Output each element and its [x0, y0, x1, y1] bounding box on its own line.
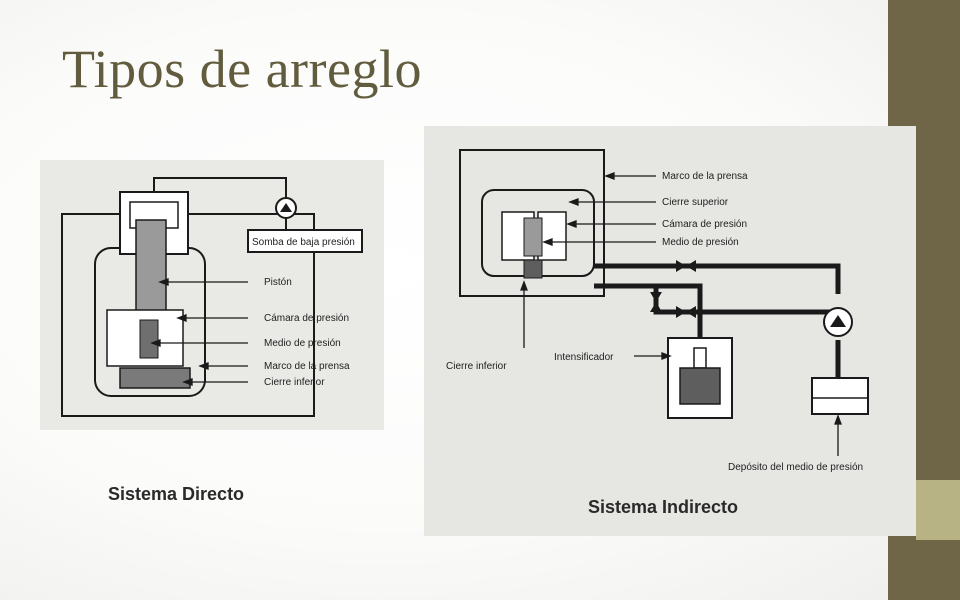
indirect-system-caption: Sistema Indirecto — [588, 497, 739, 517]
direct-system-schematic: Somba de baja presión Pistón Cámara de p… — [61, 177, 363, 417]
medium-label: Medio de presión — [662, 237, 739, 248]
intensifier-label: Intensificador — [554, 352, 614, 363]
feed-line — [153, 177, 287, 202]
lower-closure-label: Cierre inferior — [446, 361, 507, 372]
direct-system-diagram: Somba de baja presión Pistón Cámara de p… — [40, 160, 384, 430]
decorative-side-accent — [916, 480, 960, 540]
gauge-needle-icon — [830, 315, 846, 327]
indirect-leader-lines — [520, 172, 842, 456]
medium-label: Medio de presión — [264, 338, 341, 349]
pressure-medium — [523, 217, 543, 257]
valve-icons — [650, 260, 696, 318]
indirect-system-schematic: Marco de la prensa Cierre superior Cámar… — [446, 149, 869, 473]
direct-leader-lines — [150, 278, 248, 386]
lower-closure-label: Cierre inferior — [264, 377, 325, 388]
pump-box — [247, 229, 363, 253]
intensifier-rod — [693, 347, 707, 369]
upper-closure-label: Cierre superior — [662, 197, 729, 208]
pump-label: Somba de baja presión — [252, 237, 355, 248]
direct-system-caption: Sistema Directo — [108, 484, 245, 504]
reservoir-tank — [811, 377, 869, 415]
reservoir-label: Depósito del medio de presión — [728, 462, 863, 473]
piston-label: Pistón — [264, 277, 292, 288]
gauge-needle-icon — [280, 203, 292, 212]
indirect-system-diagram: Marco de la prensa Cierre superior Cámar… — [424, 126, 916, 536]
slide-title: Tipos de arreglo — [62, 39, 422, 99]
frame-label: Marco de la prensa — [662, 171, 748, 182]
lower-closure — [523, 259, 543, 279]
chamber-label: Cámara de presión — [662, 219, 747, 230]
lower-closure — [119, 367, 191, 389]
press-frame-outer — [459, 149, 605, 297]
frame-label: Marco de la prensa — [264, 361, 350, 372]
intensifier-piston — [679, 367, 721, 405]
chamber-label: Cámara de presión — [264, 313, 349, 324]
pressure-medium — [139, 319, 159, 359]
pressure-chamber — [537, 211, 567, 261]
